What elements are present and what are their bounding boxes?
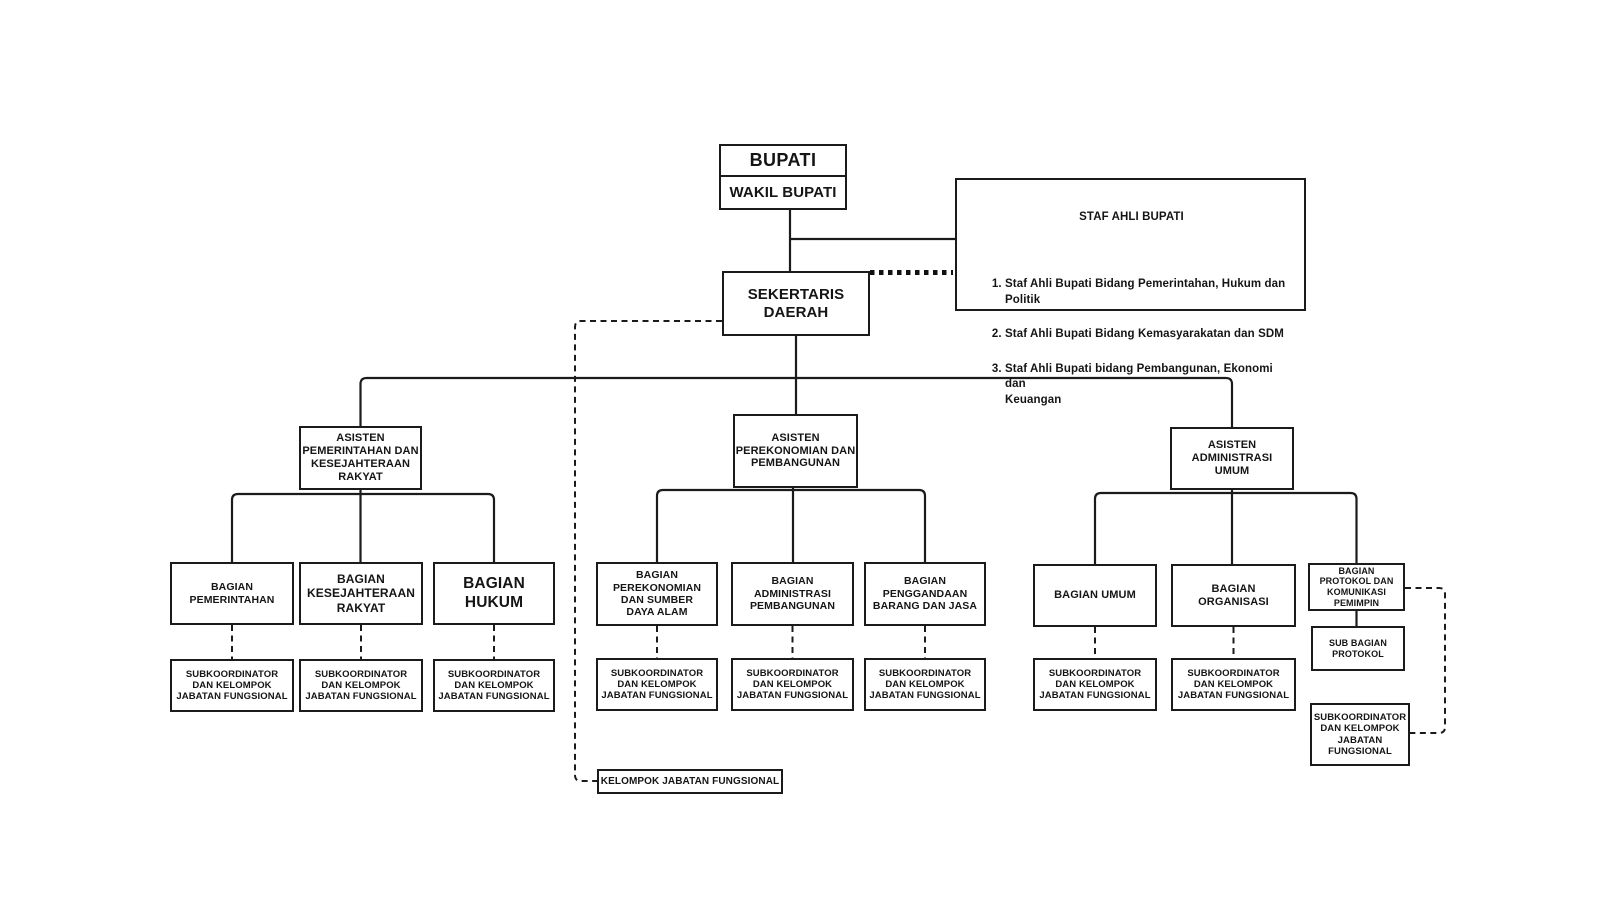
staf-ahli-item: Staf Ahli Bupati bidang Pembangunan, Eko… (1005, 362, 1292, 409)
node-bagian-perekonomian-sda: BAGIAN PEREKONOMIAN DAN SUMBER DAYA ALAM (596, 562, 718, 626)
staf-ahli-list: Staf Ahli Bupati Bidang Pemerintahan, Hu… (971, 258, 1292, 427)
node-subkoordinator-hukum: SUBKOORDINATOR DAN KELOMPOK JABATAN FUNG… (433, 659, 555, 712)
node-subkoordinator-organisasi: SUBKOORDINATOR DAN KELOMPOK JABATAN FUNG… (1171, 658, 1296, 711)
node-subkoordinator-administrasi: SUBKOORDINATOR DAN KELOMPOK JABATAN FUNG… (731, 658, 854, 711)
node-bagian-hukum: BAGIAN HUKUM (433, 562, 555, 625)
connector-asisten1-branch (230, 492, 496, 562)
node-subkoordinator-kesejahteraan: SUBKOORDINATOR DAN KELOMPOK JABATAN FUNG… (299, 659, 423, 712)
connector-protokol-subkoordinator-dashed (1405, 587, 1446, 734)
node-bagian-protokol-komunikasi-pemimpin: BAGIAN PROTOKOL DAN KOMUNIKASI PEMIMPIN (1308, 563, 1405, 611)
node-subkoordinator-protokol: SUBKOORDINATOR DAN KELOMPOK JABATAN FUNG… (1310, 703, 1410, 766)
node-bagian-organisasi: BAGIAN ORGANISASI (1171, 564, 1296, 627)
staf-ahli-title: STAF AHLI BUPATI (1079, 210, 1184, 223)
node-sekertaris-daerah: SEKERTARIS DAERAH (722, 271, 870, 336)
node-subkoordinator-perekonomian: SUBKOORDINATOR DAN KELOMPOK JABATAN FUNG… (596, 658, 718, 711)
node-subkoordinator-penggandaan: SUBKOORDINATOR DAN KELOMPOK JABATAN FUNG… (864, 658, 986, 711)
node-kelompok-jabatan-fungsional: KELOMPOK JABATAN FUNGSIONAL (597, 769, 783, 794)
node-subkoordinator-umum: SUBKOORDINATOR DAN KELOMPOK JABATAN FUNG… (1033, 658, 1157, 711)
node-bagian-penggandaan-barang-jasa: BAGIAN PENGGANDAAN BARANG DAN JASA (864, 562, 986, 626)
node-staf-ahli-bupati: STAF AHLI BUPATI Staf Ahli Bupati Bidang… (955, 178, 1306, 406)
staf-ahli-item: Staf Ahli Bupati Bidang Kemasyarakatan d… (1005, 327, 1292, 343)
connector-bagian-subkoordinator-dashed (231, 625, 1235, 659)
connector-sekertaris-kelompok-dashed (574, 320, 722, 782)
node-asisten-perekonomian-pembangunan: ASISTEN PEREKONOMIAN DAN PEMBANGUNAN (733, 414, 858, 488)
staf-ahli-item: Staf Ahli Bupati Bidang Pemerintahan, Hu… (1005, 277, 1292, 308)
node-asisten-administrasi-umum: ASISTEN ADMINISTRASI UMUM (1170, 427, 1294, 490)
node-bagian-umum: BAGIAN UMUM (1033, 564, 1157, 627)
node-wakil-bupati: WAKIL BUPATI (719, 175, 847, 210)
node-asisten-pemerintahan-kesejahteraan: ASISTEN PEMERINTAHAN DAN KESEJAHTERAAN R… (299, 426, 422, 490)
connector-asisten3-branch (1093, 491, 1358, 564)
node-sub-bagian-protokol: SUB BAGIAN PROTOKOL (1311, 626, 1405, 671)
node-subkoordinator-pemerintahan: SUBKOORDINATOR DAN KELOMPOK JABATAN FUNG… (170, 659, 294, 712)
node-bagian-administrasi-pembangunan: BAGIAN ADMINISTRASI PEMBANGUNAN (731, 562, 854, 626)
connector-asisten2-branch (655, 488, 927, 562)
node-bagian-kesejahteraan-rakyat: BAGIAN KESEJAHTERAAN RAKYAT (299, 562, 423, 625)
node-bupati: BUPATI (719, 144, 847, 177)
node-bagian-pemerintahan: BAGIAN PEMERINTAHAN (170, 562, 294, 625)
